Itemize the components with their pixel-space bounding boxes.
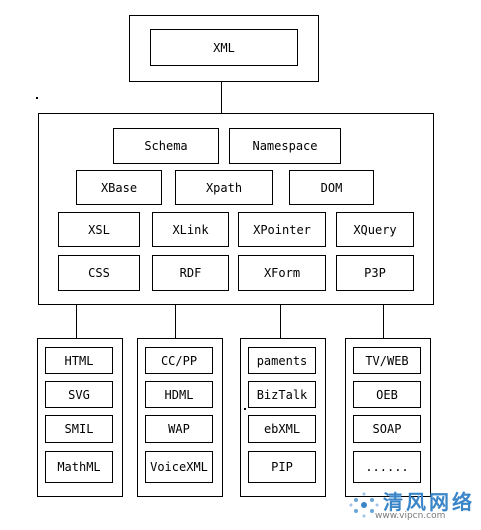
dom-node: DOM [289,170,374,205]
mathml-node: MathML [45,451,113,483]
ccpp-node: CC/PP [145,347,213,374]
watermark: 清风网络 www.vipcn.com [345,486,475,526]
xml-node: XML [150,29,298,66]
watermark-url: www.vipcn.com [375,511,446,521]
schema-node: Schema [113,128,219,164]
watermark-logo-icon [349,492,379,518]
connector-core-group1 [76,305,77,339]
hdml-node: HDML [145,381,213,408]
xquery-node: XQuery [336,212,414,247]
xsl-node: XSL [58,212,140,247]
xpointer-node: XPointer [238,212,326,247]
oeb-node: OEB [353,381,421,408]
namespace-node: Namespace [229,128,341,164]
connector-core-group4 [383,305,384,339]
stray-dot [36,97,38,99]
voicexml-node: VoiceXML [145,451,213,483]
wap-node: WAP [145,415,213,443]
paments-node: paments [248,347,316,374]
css-node: CSS [58,255,140,291]
ebxml-node: ebXML [248,415,316,443]
tvweb-node: TV/WEB [353,347,421,374]
xform-node: XForm [238,255,326,291]
xpath-node: Xpath [175,170,273,205]
p3p-node: P3P [336,255,414,291]
smil-node: SMIL [45,415,113,443]
pip-node: PIP [248,451,316,483]
connector-core-group2 [175,305,176,339]
xbase-node: XBase [76,170,162,205]
ellipsis-node: ...... [353,451,421,483]
svg-node: SVG [45,381,113,408]
watermark-title: 清风网络 [383,490,475,514]
connector-root-core [221,82,222,114]
html-node: HTML [45,347,113,374]
stray-dot-2 [244,408,246,410]
biztalk-node: BizTalk [248,381,316,408]
soap-node: SOAP [353,415,421,443]
rdf-node: RDF [152,255,229,291]
connector-core-group3 [280,305,281,339]
xlink-node: XLink [152,212,229,247]
